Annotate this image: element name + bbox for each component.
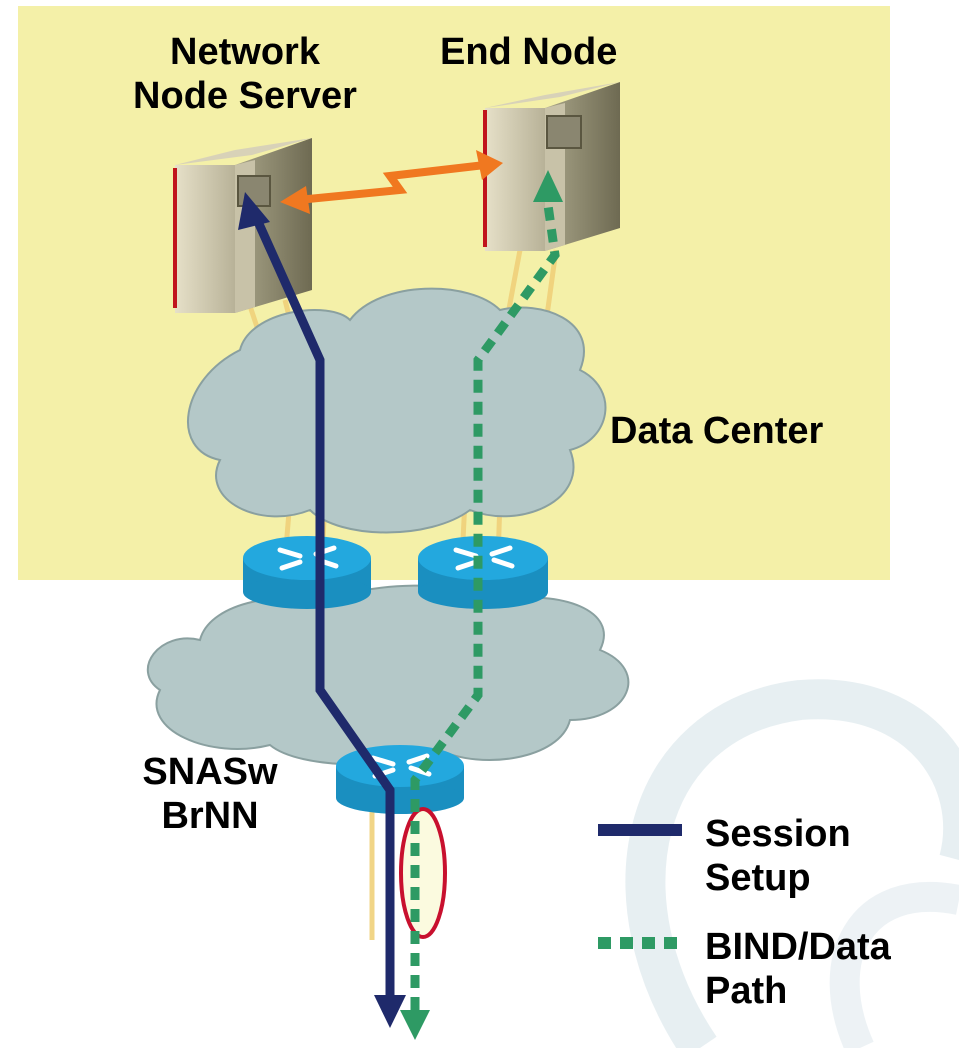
wan-cloud-icon	[146, 584, 630, 766]
highlight-ellipse	[399, 807, 447, 939]
network-node-server-label: Network Node Server	[90, 30, 400, 118]
network-node-server-label-line2: Node Server	[133, 75, 357, 117]
legend-session-setup-line2: Setup	[705, 857, 811, 899]
session-setup-path	[238, 192, 406, 1028]
snasw-router-icon	[336, 745, 464, 814]
router-icon	[418, 536, 548, 609]
appn-link-arrow	[280, 150, 503, 214]
legend-bind-path-label: BIND/Data Path	[705, 925, 945, 1013]
end-node-server-icon	[483, 82, 620, 251]
legend-bind-path-line1: BIND/Data	[705, 926, 891, 968]
end-node-label: End Node	[440, 31, 618, 73]
snasw-brnn-label: SNASw BrNN	[110, 750, 310, 838]
router-icon	[243, 536, 371, 609]
legend-session-setup-line1: Session	[705, 813, 851, 855]
snasw-label-line1: SNASw	[142, 751, 278, 793]
data-center-label: Data Center	[610, 410, 824, 452]
bind-data-path	[400, 170, 563, 1040]
swirl-watermark-icon	[625, 679, 959, 1048]
network-node-server-label-line1: Network	[170, 31, 320, 73]
legend-session-setup-label: Session Setup	[705, 812, 945, 900]
legend-bind-path-line2: Path	[705, 970, 788, 1012]
data-center-cloud-icon	[186, 287, 607, 534]
snasw-label-line2: BrNN	[161, 795, 259, 837]
